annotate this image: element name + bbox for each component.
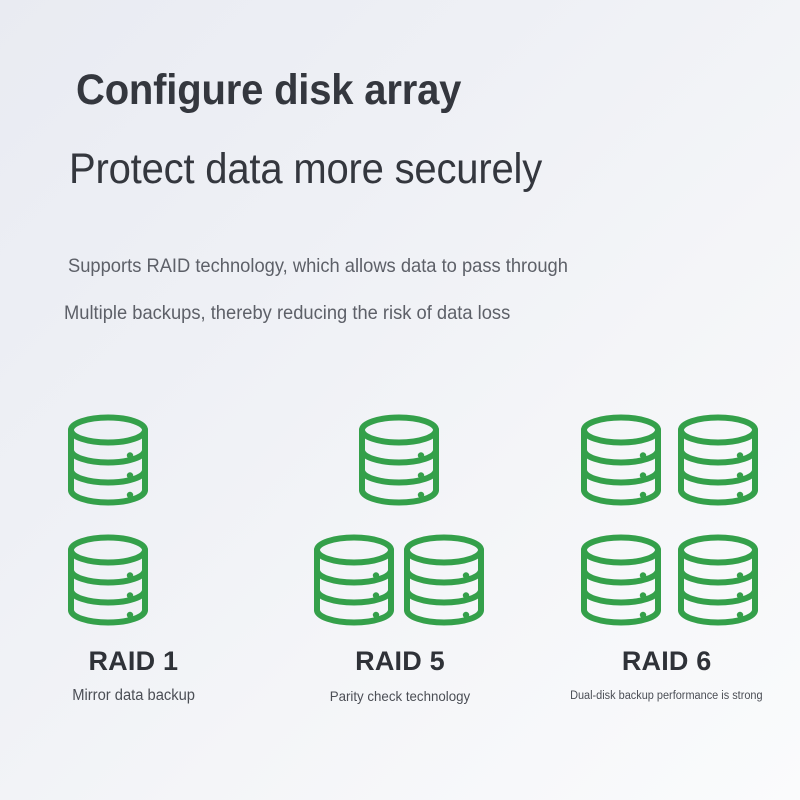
raid-subtitle-raid-6: Dual-disk backup performance is strong	[570, 690, 763, 702]
disk-cylinder-icon	[579, 534, 663, 626]
raid-subtitle-raid-5: Parity check technology	[329, 688, 471, 704]
raid-group-raid-1: RAID 1 Mirror data backup	[0, 410, 267, 720]
disk-stack-raid-1	[38, 410, 228, 635]
disk-cylinder-icon	[66, 534, 150, 626]
disk-cylinder-icon	[357, 414, 441, 506]
heading-block: Configure disk array Protect data more s…	[0, 64, 800, 195]
disk-cylinder-icon	[312, 534, 396, 626]
description-line-2: Multiple backups, thereby reducing the r…	[64, 302, 511, 324]
page-title: Configure disk array	[76, 66, 462, 114]
disk-cylinder-icon	[676, 534, 760, 626]
raid-group-raid-6: RAID 6 Dual-disk backup performance is s…	[533, 410, 800, 720]
disk-cylinder-icon	[66, 414, 150, 506]
description-line-1: Supports RAID technology, which allows d…	[68, 255, 568, 277]
raid-subtitle-raid-1: Mirror data backup	[71, 687, 195, 704]
disk-stack-raid-5	[305, 410, 495, 635]
disk-cylinder-icon	[579, 414, 663, 506]
raid-title-raid-1: RAID 1	[88, 646, 179, 676]
page-subtitle: Protect data more securely	[69, 145, 543, 193]
disk-stack-raid-6	[572, 410, 762, 635]
raid-title-raid-5: RAID 5	[355, 646, 445, 676]
raid-groups-row: RAID 1 Mirror data backup	[0, 410, 800, 720]
disk-cylinder-icon	[402, 534, 486, 626]
disk-cylinder-icon	[676, 414, 760, 506]
raid-title-raid-6: RAID 6	[621, 646, 712, 676]
description-block: Supports RAID technology, which allows d…	[0, 255, 800, 325]
raid-group-raid-5: RAID 5 Parity check technology	[267, 410, 534, 720]
